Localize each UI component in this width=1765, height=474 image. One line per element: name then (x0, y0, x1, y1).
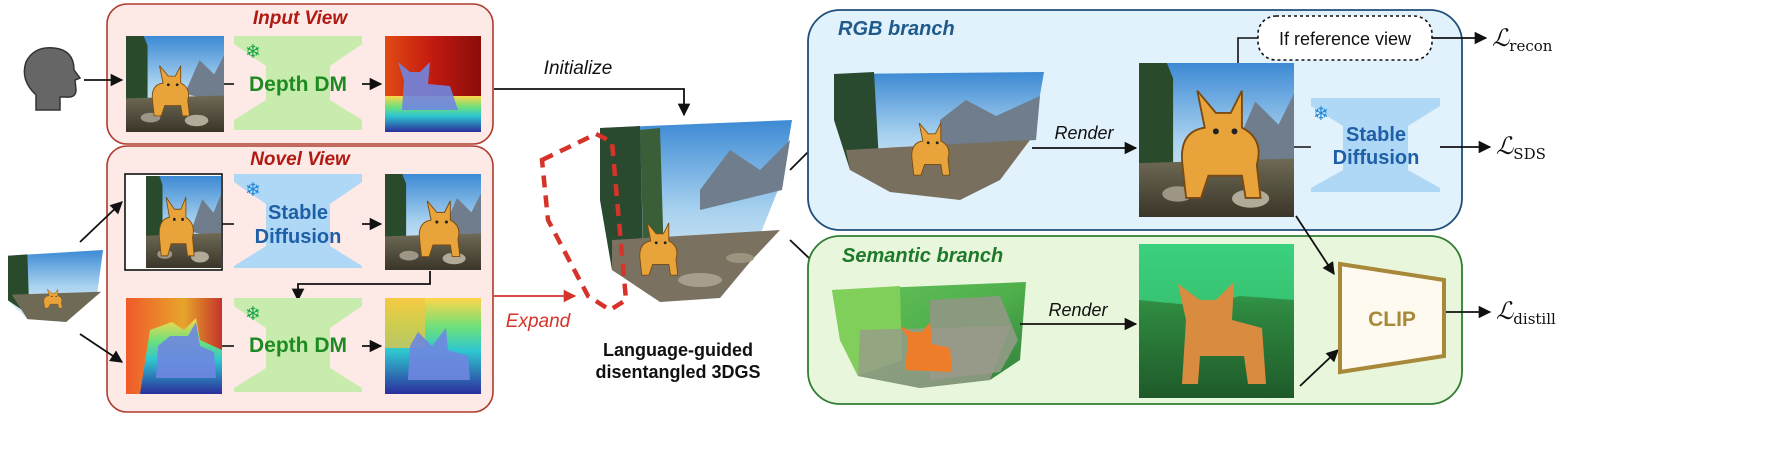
rgb-branch-title: RGB branch (838, 18, 955, 40)
reference-connector (1237, 37, 1258, 63)
novel-render-image (124, 173, 223, 271)
semantic-render-label: Render (1048, 300, 1108, 320)
snowflake-icon: ❄ (245, 303, 261, 325)
stable-diffusion-module-2 (1311, 98, 1440, 192)
depth-dm-module-1 (234, 36, 362, 130)
snowflake-icon: ❄ (1313, 103, 1329, 125)
recon-loss: ℒrecon (1492, 24, 1553, 55)
clip-module (1338, 261, 1446, 375)
rendered-rgb-image (1139, 63, 1294, 217)
stable-diffusion-label-1a: Stable (268, 202, 328, 224)
snowflake-icon: ❄ (245, 41, 261, 63)
refined-novel-image (385, 174, 481, 270)
semantic-to-clip-arrow (1299, 349, 1339, 387)
center-caption-line2: disentangled 3DGS (595, 362, 760, 382)
center-caption-line1: Language-guided (603, 340, 753, 360)
depth-dm-label-2: Depth DM (249, 334, 347, 357)
novel-view-title: Novel View (250, 149, 351, 170)
expanded-region-outline (539, 131, 629, 313)
stable-diffusion-label-2a: Stable (1346, 124, 1406, 146)
language-guided-3dgs-scene (600, 120, 792, 302)
initialize-label: Initialize (544, 58, 613, 79)
input-view-title: Input View (253, 8, 349, 29)
input-image (126, 36, 224, 132)
sparse-to-sd-arrow (79, 201, 123, 243)
stable-diffusion-label-1b: Diffusion (255, 226, 342, 248)
head-icon (23, 47, 82, 111)
depth-map-2 (126, 298, 222, 394)
rgb-render-label: Render (1054, 123, 1114, 143)
snowflake-icon: ❄ (245, 179, 261, 201)
rgb-gaussian-scene (834, 72, 1044, 200)
semantic-branch-title: Semantic branch (842, 245, 1003, 267)
stable-diffusion-label-2b: Diffusion (1333, 147, 1420, 169)
refined-to-depth-arrow (291, 271, 431, 302)
sparse-scene-thumbnail (8, 250, 104, 322)
initialize-arrow (494, 88, 691, 117)
rendered-semantic-map (1139, 244, 1294, 398)
rgb-to-clip-arrow (1295, 215, 1335, 276)
depth-map-1 (385, 36, 481, 132)
clip-label: CLIP (1368, 308, 1416, 331)
distill-loss: ℒdistill (1496, 297, 1556, 328)
semantic-gaussian-scene (832, 282, 1026, 388)
depth-map-3 (385, 298, 481, 394)
reference-view-label: If reference view (1279, 29, 1412, 49)
expand-label: Expand (506, 311, 572, 332)
stable-diffusion-module-1 (234, 174, 362, 268)
depth-dm-module-2 (234, 298, 362, 392)
depth-dm-label-1: Depth DM (249, 73, 347, 96)
sparse-to-depth-arrow (79, 333, 124, 363)
sds-loss: ℒSDS (1496, 132, 1546, 163)
